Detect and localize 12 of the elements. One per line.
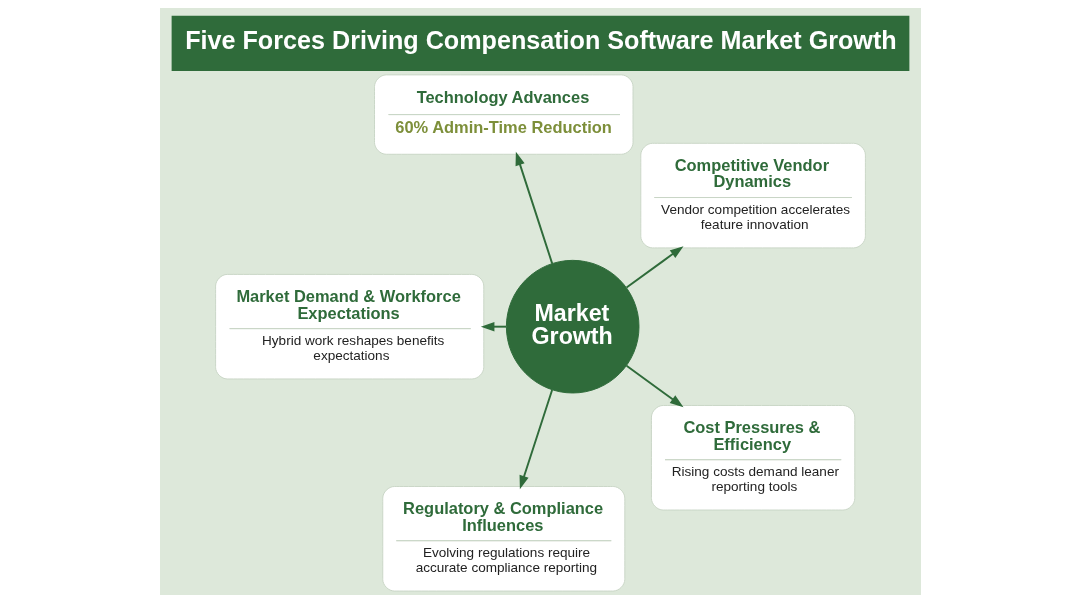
arrow	[625, 364, 683, 408]
arrow	[515, 151, 553, 265]
diagram-title: Five Forces Driving Compensation Software Market Growth	[184, 26, 897, 55]
arrow	[519, 389, 553, 490]
node-box: Technology Advances 60% Admin-Time Reduction	[373, 74, 633, 155]
node-box: Cost Pressures & Efficiency Rising costs demand leaner reporting tools	[650, 405, 855, 511]
node-box: Regulatory & Compliance Influences Evolving regulations require accurate compliance reporting	[381, 486, 625, 592]
arrow	[625, 246, 683, 289]
arrow	[480, 321, 507, 332]
node-box: Market Demand & Workforce Expectations Hybrid work reshapes benefits expectations	[214, 273, 484, 380]
node-circle: Market Growth	[505, 259, 639, 394]
node-box: Competitive Vendor Dynamics Vendor competition accelerates feature innovation	[639, 142, 866, 249]
